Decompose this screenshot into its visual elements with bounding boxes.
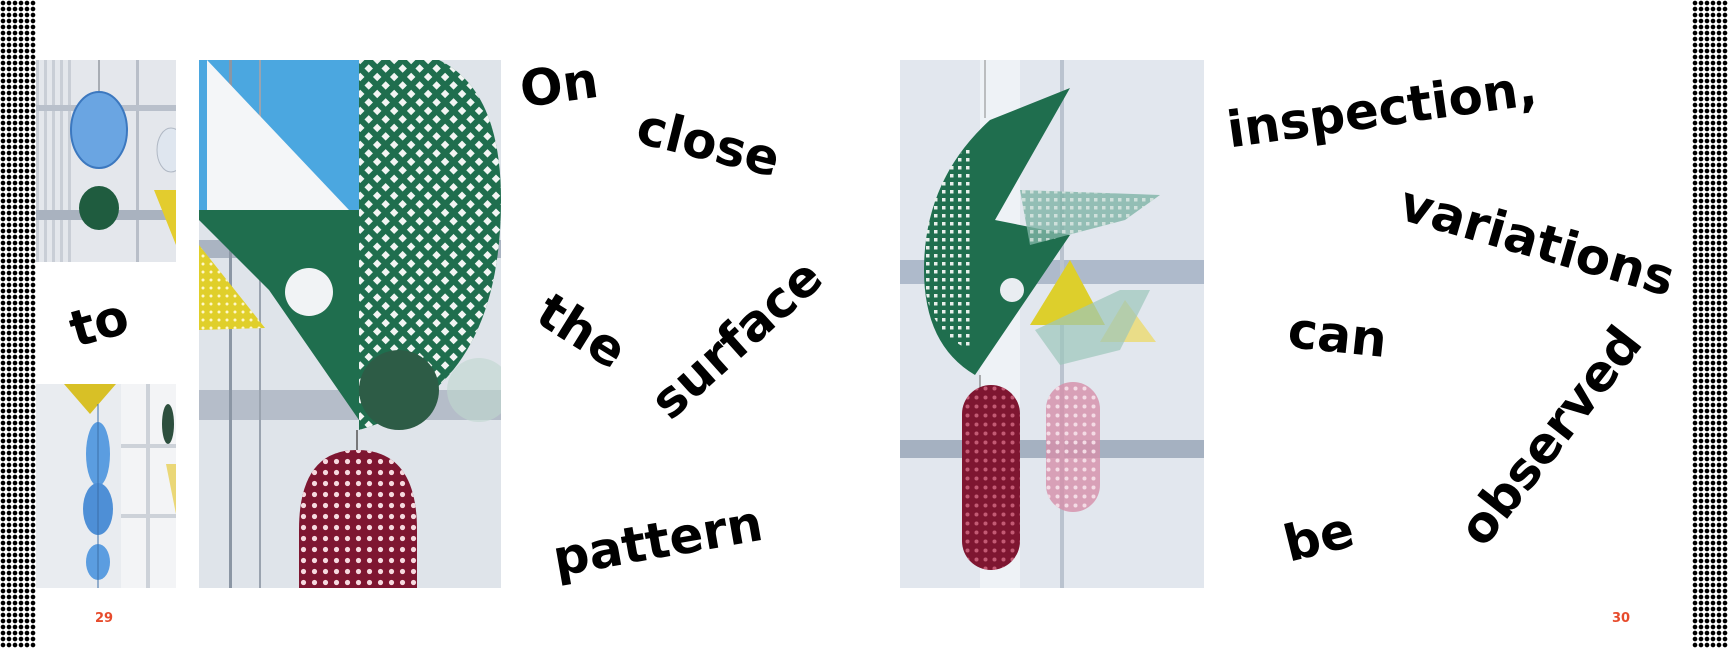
word-surface: surface <box>639 247 834 431</box>
word-pattern: pattern <box>548 494 767 588</box>
page-number-right: 30 <box>1612 611 1631 626</box>
word-be: be <box>1278 500 1360 574</box>
photo-blue-mobile-bottom <box>36 384 176 588</box>
page-number-left: 29 <box>95 611 114 626</box>
photo-mobile-with-shadows <box>900 60 1204 588</box>
word-close: close <box>631 97 786 189</box>
dotted-border-right <box>1692 0 1728 648</box>
word-on: On <box>516 50 602 120</box>
word-inspection: inspection, <box>1223 58 1541 160</box>
photo-green-pendant-closeup <box>199 60 501 588</box>
word-observed: observed <box>1447 315 1654 557</box>
photo-blue-mobile-top <box>36 60 176 262</box>
word-the: the <box>526 281 637 381</box>
word-variations: variations <box>1393 174 1682 308</box>
dotted-border-left <box>0 0 36 648</box>
word-can: can <box>1285 300 1390 370</box>
word-to: to <box>63 287 136 359</box>
